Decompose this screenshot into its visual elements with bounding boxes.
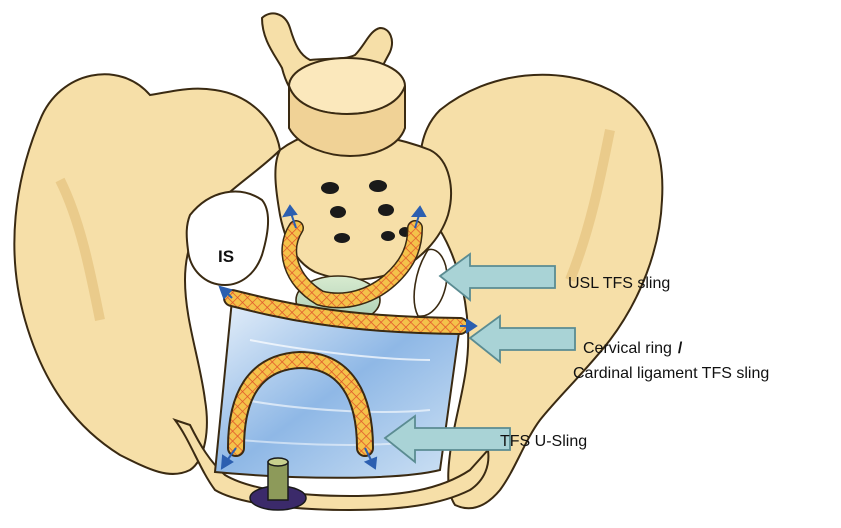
left-obturator-foramen [187,192,268,285]
label-slash: / [678,340,683,357]
label-cervical-ring-text: Cervical ring [583,340,672,357]
label-usl-tfs-sling: USL TFS sling [568,275,670,292]
label-is: IS [218,247,234,266]
right-sciatic-notch [414,249,447,316]
label-cervical-ring: Cervical ring / [583,340,683,357]
label-cardinal-ligament-tfs-sling: Cardinal ligament TFS sling [573,365,769,382]
label-tfs-u-sling: TFS U-Sling [500,433,587,450]
